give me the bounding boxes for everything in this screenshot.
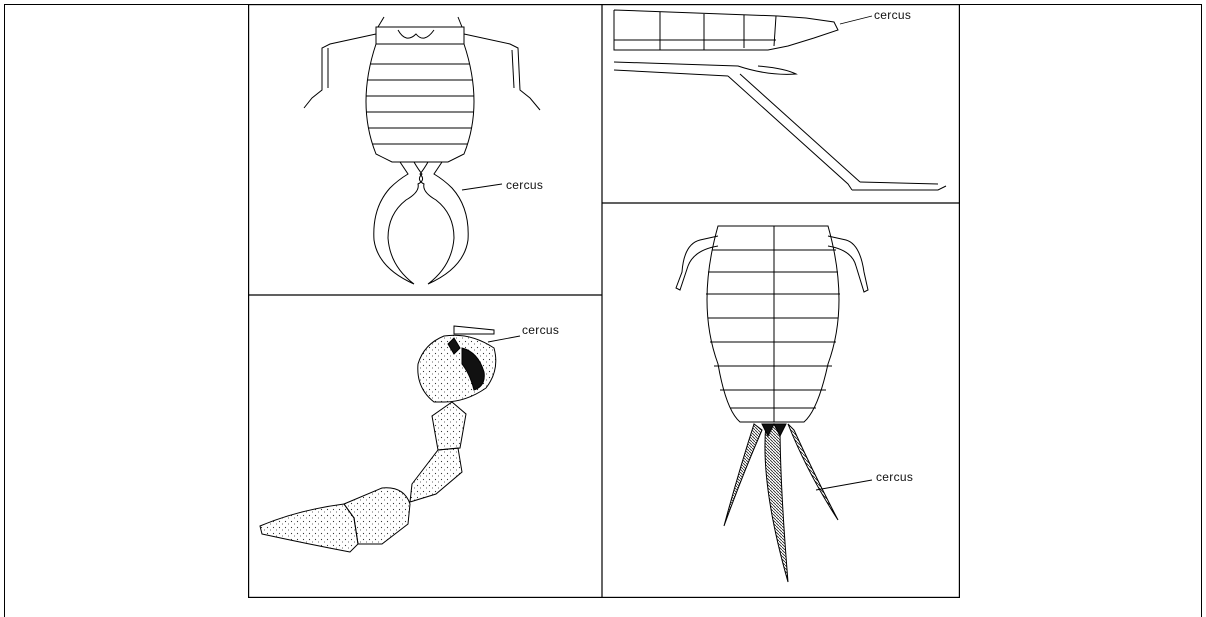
panel-abdomen-long-cerci (676, 226, 872, 582)
cercus-figure-svg: cercus cercus cercus (248, 4, 960, 598)
panel-abdomen-tip-closeup (260, 326, 520, 552)
panel-1-cercus-label: cercus (506, 178, 543, 192)
cercus-figure: cercus cercus cercus (248, 4, 960, 598)
page-frame-right-border (1201, 4, 1202, 617)
panel-dorsal-abdomen-forceps (304, 17, 540, 284)
page-frame-left-border (4, 4, 5, 617)
panel-2-cercus-label: cercus (874, 8, 911, 22)
panel-3-cercus-label: cercus (522, 323, 559, 337)
panel-lateral-abdomen-leg (614, 10, 946, 190)
panel-4-cercus-label: cercus (876, 470, 913, 484)
